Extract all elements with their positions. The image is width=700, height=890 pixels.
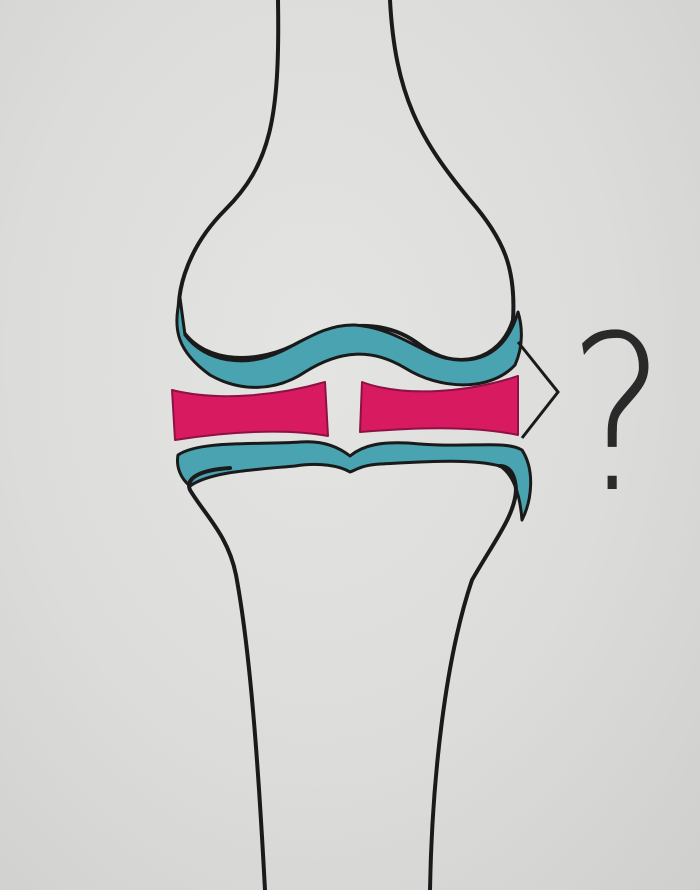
right-meniscus	[359, 375, 519, 436]
femur-outline	[176, 0, 516, 362]
question-mark-annotation: ?	[568, 289, 666, 540]
femoral-cartilage	[175, 296, 523, 389]
annotation-pointer	[516, 341, 560, 439]
left-meniscus	[171, 381, 329, 441]
tibial-cartilage	[176, 440, 533, 522]
tibia-outline	[187, 466, 267, 890]
tibia-outline-right	[428, 464, 519, 890]
